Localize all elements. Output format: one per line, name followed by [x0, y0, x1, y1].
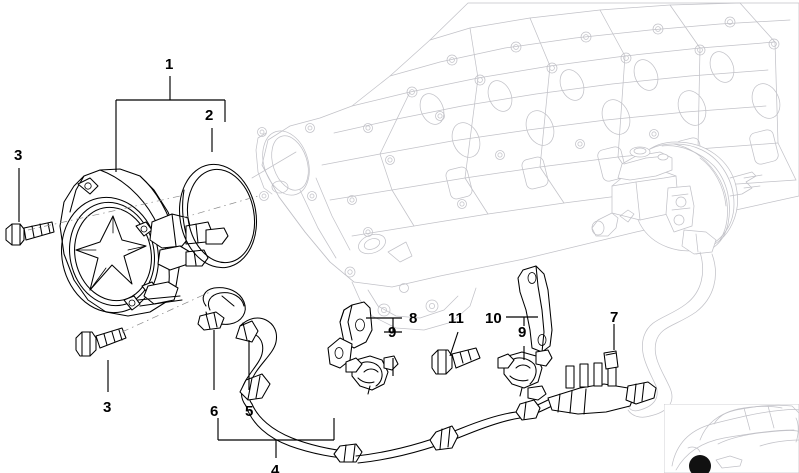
hex-bolt-lower	[75, 327, 127, 357]
o-ring-seal	[178, 163, 258, 269]
callout-9-left[interactable]: 9	[388, 324, 397, 341]
callout-2[interactable]: 2	[205, 107, 214, 124]
callout-1[interactable]: 1	[165, 56, 174, 73]
engine-cylinder-head-background	[251, 2, 799, 331]
callout-9-right[interactable]: 9	[518, 324, 527, 341]
vacuum-hose	[235, 317, 363, 463]
hex-bolt-upper	[5, 221, 55, 246]
callout-8[interactable]: 8	[409, 310, 418, 327]
callout-6[interactable]: 6	[210, 403, 219, 420]
callout-11[interactable]: 11	[448, 310, 464, 327]
leader-lines	[18, 76, 615, 458]
bracket-right	[517, 265, 553, 353]
vacuum-pump-assembly	[59, 168, 229, 317]
cylinder-head-bolt-bosses	[347, 16, 780, 237]
assembly-centerlines	[27, 195, 259, 333]
location-marker-dot	[689, 455, 711, 473]
rigid-vacuum-line	[355, 362, 657, 464]
clip-right	[497, 349, 553, 401]
callout-7[interactable]: 7	[610, 309, 619, 326]
callout-3-upper[interactable]: 3	[14, 147, 23, 164]
callout-5[interactable]: 5	[245, 403, 254, 420]
brake-booster-assembly-background	[591, 141, 763, 418]
hex-bolt-bracket	[431, 347, 481, 375]
clip-left	[345, 355, 399, 395]
callout-3-lower[interactable]: 3	[103, 399, 112, 416]
bracket-left	[327, 301, 373, 369]
callout-4[interactable]: 4	[271, 462, 280, 473]
hose-clamp	[197, 287, 246, 331]
vehicle-silhouette	[671, 404, 799, 471]
retaining-clip	[603, 350, 619, 370]
callout-10[interactable]: 10	[485, 310, 502, 327]
vehicle-location-inset	[664, 404, 799, 473]
